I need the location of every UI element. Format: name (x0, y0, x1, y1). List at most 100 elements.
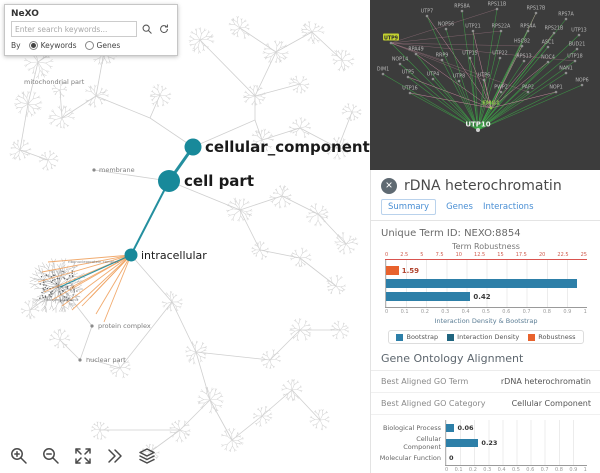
axis-tick: 0.8 (542, 309, 551, 315)
network-node-NAN1[interactable]: NAN1 (559, 66, 573, 75)
tree-leaf-label: ribosomal subunit (44, 297, 79, 302)
network-node-label: UTP4 (427, 72, 439, 78)
network-node-UTP6[interactable]: UTP6 (478, 73, 490, 82)
network-node-RPS4A[interactable]: RPS4A (520, 24, 537, 33)
robustness-bar-robustness: 1.59 (386, 265, 587, 276)
tab-summary[interactable]: Summary (381, 199, 437, 215)
network-node-UTP22[interactable]: UTP22 (492, 51, 508, 60)
network-node-UTP5[interactable]: UTP5 (402, 70, 414, 79)
details-tabs: Summary Genes Interactions (371, 199, 600, 221)
go-alignment-title: Gene Ontology Alignment (371, 344, 600, 371)
close-details-button[interactable] (381, 177, 397, 194)
radio-genes-label: Genes (96, 41, 121, 50)
network-node-NOP1[interactable]: NOP1 (549, 85, 563, 94)
legend-item-robustness: Robustness (528, 333, 576, 341)
expand-icon (74, 448, 91, 464)
zoom-out-button[interactable] (40, 446, 61, 467)
network-node-RPS21B[interactable]: RPS21B (545, 26, 564, 35)
network-node-label: PWP2 (494, 85, 508, 91)
radio-genes[interactable]: Genes (84, 41, 121, 50)
network-node-label: UTP6 (478, 73, 490, 79)
network-node-NOP14[interactable]: NOP14 (392, 57, 408, 66)
network-node-HSC82[interactable]: HSC82 (514, 39, 530, 48)
double-chevron-icon (107, 449, 122, 463)
layers-button[interactable] (136, 446, 157, 467)
network-node-UTP10[interactable]: UTP10 (465, 121, 491, 133)
network-node-label: RRP9 (436, 53, 449, 59)
network-node-RPS13[interactable]: RPS13 (516, 54, 532, 63)
search-panel: NeXO By (4, 4, 178, 56)
network-node-ASC1[interactable]: ASC1 (542, 40, 555, 49)
fit-view-button[interactable] (72, 446, 93, 467)
network-node-RPA49[interactable]: RPA49 (408, 47, 424, 56)
tree-node-intracellular[interactable]: intracellular (124, 248, 208, 263)
tab-genes[interactable]: Genes (446, 202, 473, 212)
tree-node-cellular_component[interactable]: cellular_component (184, 138, 370, 156)
axis-tick: 17.5 (515, 252, 527, 258)
zoom-in-button[interactable] (8, 446, 29, 467)
network-node-UTP18[interactable]: UTP18 (567, 54, 583, 63)
tree-leaf-label: nuclear part (78, 356, 126, 364)
axis-tick: 0.4 (497, 467, 506, 473)
robustness-chart-title: Term Robustness (452, 242, 520, 251)
network-node-UTP21[interactable]: UTP21 (465, 24, 481, 33)
network-node-label: RPA49 (408, 47, 423, 53)
network-node-RRP9[interactable]: RRP9 (436, 53, 449, 62)
axis-tick: 0.2 (468, 467, 477, 473)
radio-selected-icon (28, 41, 38, 50)
network-node-RPS11B[interactable]: RPS11B (488, 2, 507, 11)
network-node-UTP8[interactable]: UTP8 (453, 74, 465, 83)
trace-path-button[interactable] (104, 446, 125, 467)
network-node-UTP4[interactable]: UTP4 (427, 72, 439, 81)
search-input[interactable] (11, 21, 137, 37)
network-node-NOC4[interactable]: NOC4 (541, 55, 555, 64)
network-node-UTP16[interactable]: UTP16 (402, 86, 418, 95)
network-node-EMG1[interactable]: EMG1 (482, 101, 500, 110)
network-node-label: RPS7A (558, 12, 574, 18)
legend-swatch (447, 333, 455, 341)
reset-button[interactable] (156, 22, 171, 37)
network-node-NOP56[interactable]: NOP56 (438, 22, 454, 31)
go-term-label: Best Aligned GO Term (381, 377, 469, 386)
bar-value-label: 0.42 (473, 292, 491, 301)
gene-network-canvas[interactable]: UTP7 RPS8A RPS11B RPS17B RPS7A NOP56 UTP21 RPS2… (370, 0, 600, 170)
search-button[interactable] (139, 22, 154, 37)
network-node-UTP7[interactable]: UTP7 (421, 9, 433, 18)
gene-network-panel[interactable]: UTP7 RPS8A RPS11B RPS17B RPS7A NOP56 UTP21 RPS2… (370, 0, 600, 170)
go-term-row: Best Aligned GO Term rDNA heterochromati… (371, 371, 600, 393)
svg-text:nuclear part: nuclear part (86, 356, 126, 364)
network-node-RPS22A[interactable]: RPS22A (492, 24, 511, 33)
radio-keywords[interactable]: Keywords (28, 41, 77, 50)
network-node-RPS8A[interactable]: RPS8A (454, 4, 471, 13)
axis-tick: 22.5 (557, 252, 569, 258)
axis-tick: 2.5 (400, 252, 409, 258)
axis-tick: 15 (497, 252, 504, 258)
svg-text:ribosomal subunit: ribosomal subunit (44, 297, 79, 302)
network-node-RPS7A[interactable]: RPS7A (558, 12, 575, 21)
network-node-BUD21[interactable]: BUD21 (569, 42, 586, 51)
tab-interactions[interactable]: Interactions (482, 202, 534, 212)
network-node-label: NOP6 (575, 78, 588, 84)
radio-keywords-label: Keywords (40, 41, 77, 50)
network-node-NOP6[interactable]: NOP6 (575, 78, 589, 87)
network-node-UTP13[interactable]: UTP13 (571, 28, 587, 37)
network-node-label: RPS11B (488, 2, 507, 8)
network-node-label: NOP14 (392, 57, 408, 63)
network-node-PWP2[interactable]: PWP2 (494, 85, 508, 94)
search-mode-row: By Keywords Genes (11, 41, 171, 50)
legend-item-interaction-density: Interaction Density (447, 333, 519, 341)
network-node-RPS17B[interactable]: RPS17B (527, 6, 546, 15)
network-node-PAP2[interactable]: PAP2 (522, 85, 534, 94)
network-node-UTP15[interactable]: UTP15 (462, 51, 478, 60)
view-toolbar (8, 446, 157, 467)
network-node-DIM1[interactable]: DIM1 (377, 67, 389, 76)
tree-node-cell_part[interactable]: cell part (158, 170, 254, 192)
axis-tick: 5 (420, 252, 424, 258)
network-node-UTP9[interactable]: UTP9 (383, 33, 399, 45)
